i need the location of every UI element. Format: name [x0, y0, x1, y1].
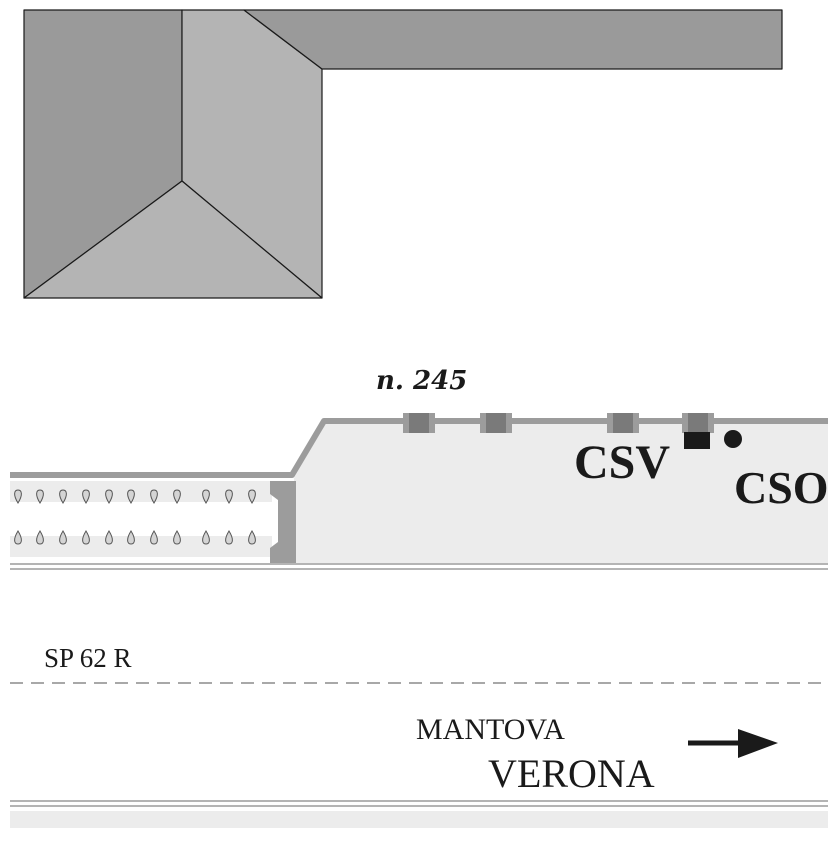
cso-marker-dot-icon: [724, 430, 742, 448]
sidewalk: [10, 418, 828, 570]
cypress-tree-icon: [173, 530, 181, 545]
house-number: n. 245: [376, 366, 467, 396]
cypress-tree-icon: [173, 489, 181, 504]
cypress-tree-icon: [82, 530, 90, 545]
arrow-right-icon: [688, 729, 778, 758]
cypress-tree-icon: [105, 530, 113, 545]
cypress-tree-icon: [248, 530, 256, 545]
curb-cell: [607, 413, 639, 433]
cypress-tree-icon: [36, 530, 44, 545]
roof-wing-east: [243, 9, 783, 70]
cso-label: CSO: [734, 462, 829, 513]
cypress-tree-icon: [14, 530, 22, 545]
cypress-tree-row-bottom: [14, 530, 256, 545]
csv-label: CSV: [574, 436, 670, 489]
cypress-tree-icon: [225, 530, 233, 545]
curb-cells: [403, 413, 714, 433]
sidewalk-fill: [294, 422, 828, 563]
curb-line: [10, 418, 828, 478]
roof-face-south: [23, 180, 323, 299]
road-name: SP 62 R: [44, 643, 132, 673]
cypress-tree-icon: [225, 489, 233, 504]
building-roof: [23, 9, 783, 299]
cypress-tree-icon: [127, 530, 135, 545]
csv-marker-square-icon: [684, 432, 710, 449]
planter-end-cap: [270, 481, 296, 563]
road: SP 62 R MANTOVA VERONA: [10, 643, 828, 828]
planter-strip-top: [10, 481, 272, 502]
far-sidewalk: [10, 811, 828, 828]
cypress-tree-icon: [14, 489, 22, 504]
tree-planter: [10, 481, 296, 563]
cypress-tree-icon: [150, 530, 158, 545]
curb-cell: [403, 413, 435, 433]
cypress-tree-icon: [59, 530, 67, 545]
cypress-tree-icon: [59, 489, 67, 504]
cypress-tree-icon: [202, 530, 210, 545]
cypress-tree-icon: [82, 489, 90, 504]
cypress-tree-icon: [105, 489, 113, 504]
roof-face-center: [181, 9, 323, 299]
direction-mantova: MANTOVA: [416, 713, 565, 746]
cypress-tree-icon: [150, 489, 158, 504]
cypress-tree-icon: [36, 489, 44, 504]
cypress-tree-icon: [127, 489, 135, 504]
direction-verona: VERONA: [488, 751, 655, 796]
curb-cell: [480, 413, 512, 433]
cypress-tree-row-top: [14, 489, 256, 504]
curb-cell: [682, 413, 714, 433]
cypress-tree-icon: [248, 489, 256, 504]
cypress-tree-icon: [202, 489, 210, 504]
